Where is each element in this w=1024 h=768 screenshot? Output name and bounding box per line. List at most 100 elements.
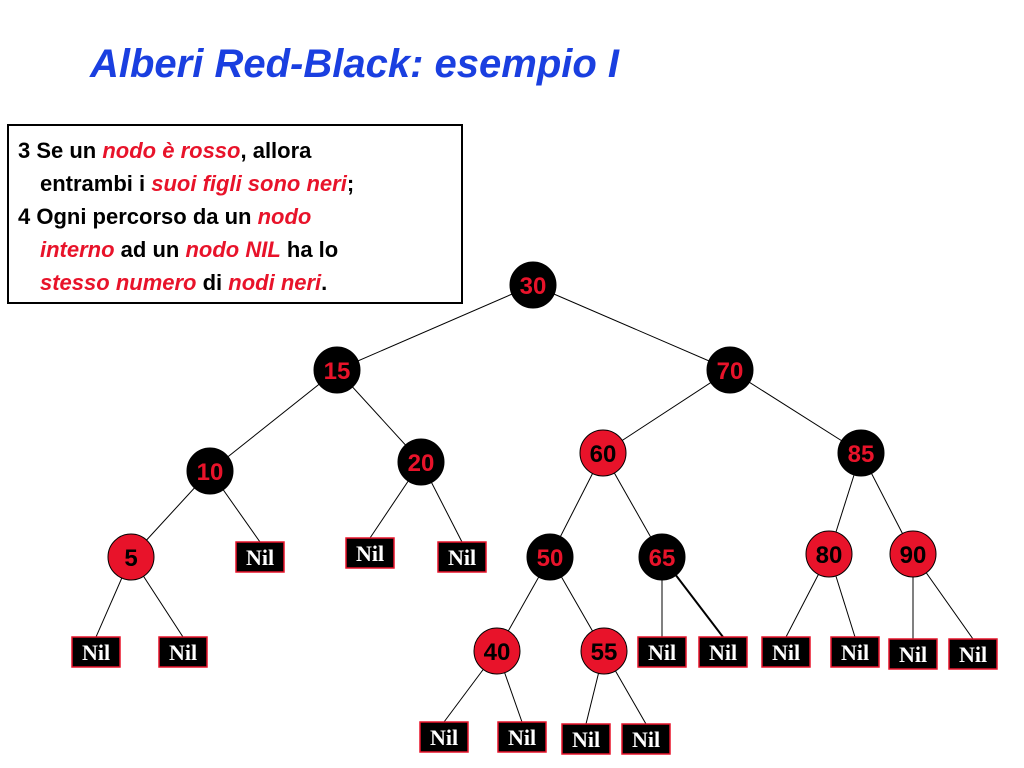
rule-line: interno ad un nodo NIL ha lo xyxy=(18,233,453,266)
rule-line: stesso numero di nodi neri. xyxy=(18,266,453,299)
node-key-label: 40 xyxy=(484,639,511,666)
tree-node: 30 xyxy=(509,261,557,309)
tree-node: 80 xyxy=(805,530,853,578)
nil-label: Nil xyxy=(169,640,197,665)
node-key-label: 50 xyxy=(537,545,564,572)
rule-text: 3 Se un xyxy=(18,138,103,163)
nil-box xyxy=(158,636,208,668)
black-node-circle xyxy=(186,447,234,495)
tree-node: 70 xyxy=(706,346,754,394)
node-key-label: 65 xyxy=(649,545,676,572)
nil-leaf: Nil xyxy=(561,723,611,755)
tree-node: 50 xyxy=(526,533,574,581)
rule-text: ha lo xyxy=(280,237,339,262)
tree-node: 90 xyxy=(889,530,937,578)
nil-box xyxy=(345,537,395,569)
nil-box xyxy=(698,636,748,668)
rule-highlight-text: nodi neri xyxy=(228,270,322,295)
tree-node: 10 xyxy=(186,447,234,495)
rule-line: entrambi i suoi figli sono neri; xyxy=(18,167,453,200)
tree-edge xyxy=(532,284,731,371)
red-node-circle xyxy=(107,533,155,581)
nil-box xyxy=(419,721,469,753)
nil-label: Nil xyxy=(246,545,274,570)
rule-line: 3 Se un nodo è rosso, allora xyxy=(18,134,453,167)
rule-text: di xyxy=(196,270,229,295)
nil-label: Nil xyxy=(356,541,384,566)
nil-leaf: Nil xyxy=(888,638,938,670)
rule-text: , allora xyxy=(240,138,312,163)
node-key-label: 90 xyxy=(900,542,927,569)
nil-leaf: Nil xyxy=(437,541,487,573)
nil-label: Nil xyxy=(648,640,676,665)
nil-leaf: Nil xyxy=(345,537,395,569)
red-node-circle xyxy=(579,429,627,477)
black-node-circle xyxy=(837,429,885,477)
black-node-circle xyxy=(397,438,445,486)
nil-label: Nil xyxy=(709,640,737,665)
nil-label: Nil xyxy=(841,640,869,665)
tree-edge xyxy=(602,369,731,454)
nil-label: Nil xyxy=(82,640,110,665)
rule-text: ad un xyxy=(114,237,186,262)
tree-node: 5 xyxy=(107,533,155,581)
rule-text: . xyxy=(321,270,328,295)
nil-label: Nil xyxy=(772,640,800,665)
rule-text: entrambi i xyxy=(40,171,152,196)
nil-box xyxy=(888,638,938,670)
node-key-label: 20 xyxy=(408,450,435,477)
nil-leaf: Nil xyxy=(158,636,208,668)
nil-box xyxy=(761,636,811,668)
tree-node: 40 xyxy=(473,627,521,675)
nil-leaf: Nil xyxy=(698,636,748,668)
rule-highlight-text: stesso numero xyxy=(40,270,197,295)
nil-box xyxy=(621,723,671,755)
page-title: Alberi Red-Black: esempio I xyxy=(90,42,620,86)
node-key-label: 70 xyxy=(717,358,744,385)
black-node-circle xyxy=(526,533,574,581)
rule-highlight-text: interno xyxy=(40,237,115,262)
nil-label: Nil xyxy=(430,725,458,750)
node-key-label: 85 xyxy=(848,441,875,468)
node-key-label: 5 xyxy=(124,545,137,572)
nil-label: Nil xyxy=(899,642,927,667)
nil-leaf: Nil xyxy=(71,636,121,668)
tree-node: 15 xyxy=(313,346,361,394)
black-node-circle xyxy=(313,346,361,394)
nil-label: Nil xyxy=(508,725,536,750)
nil-label: Nil xyxy=(959,642,987,667)
nil-box xyxy=(561,723,611,755)
nil-label: Nil xyxy=(572,727,600,752)
rule-line: 4 Ogni percorso da un nodo xyxy=(18,200,453,233)
node-key-label: 10 xyxy=(197,459,224,486)
nil-leaf: Nil xyxy=(497,721,547,753)
node-key-label: 60 xyxy=(590,441,617,468)
red-node-circle xyxy=(889,530,937,578)
tree-node: 65 xyxy=(638,533,686,581)
tree-node: 60 xyxy=(579,429,627,477)
tree-node: 20 xyxy=(397,438,445,486)
nil-leaf: Nil xyxy=(761,636,811,668)
nil-leaf: Nil xyxy=(948,638,998,670)
node-key-label: 80 xyxy=(816,542,843,569)
red-node-circle xyxy=(473,627,521,675)
nil-leaf: Nil xyxy=(637,636,687,668)
red-node-circle xyxy=(805,530,853,578)
red-node-circle xyxy=(580,627,628,675)
nil-box xyxy=(235,541,285,573)
rule-highlight-text: nodo xyxy=(257,204,312,229)
node-key-label: 30 xyxy=(520,273,547,300)
nil-label: Nil xyxy=(632,727,660,752)
node-key-label: 55 xyxy=(591,639,618,666)
nil-leaf: Nil xyxy=(830,636,880,668)
rule-text: ; xyxy=(346,171,355,196)
node-key-label: 15 xyxy=(324,358,351,385)
tree-edge xyxy=(209,369,338,472)
nil-box xyxy=(497,721,547,753)
black-node-circle xyxy=(706,346,754,394)
nil-box xyxy=(71,636,121,668)
nil-box xyxy=(637,636,687,668)
black-node-circle xyxy=(638,533,686,581)
